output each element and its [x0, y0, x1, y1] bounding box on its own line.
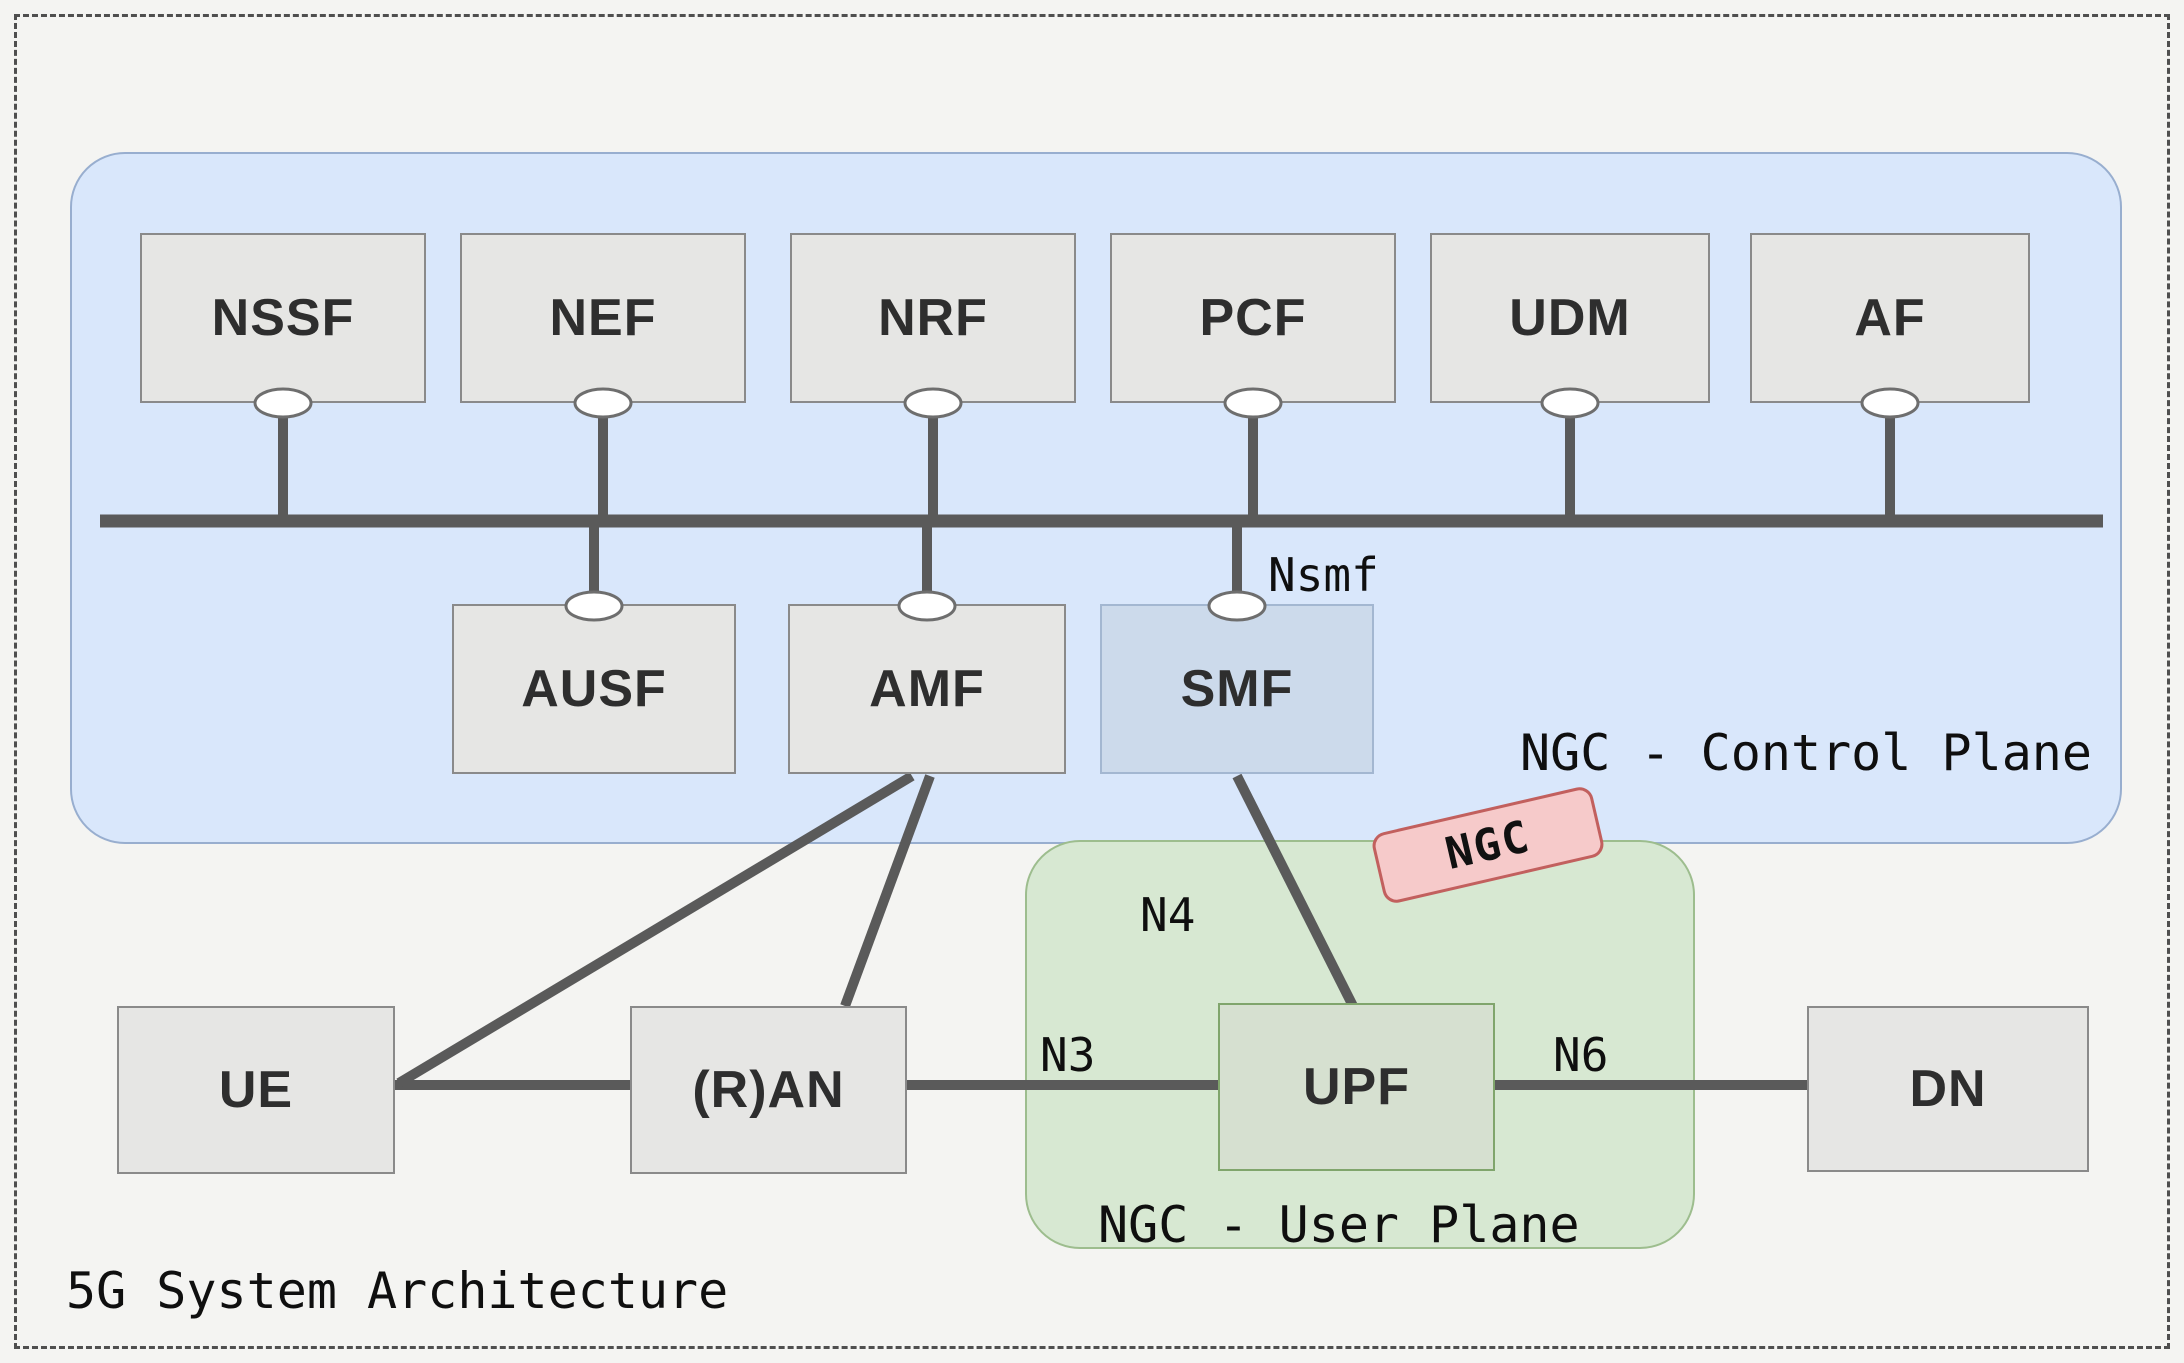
interface-label-nsmf: Nsmf [1268, 548, 1379, 602]
edge-smf-upf-n4 [1232, 773, 1358, 1009]
node-dn-label: DN [1909, 1060, 1987, 1118]
connector-ellipse-af [1860, 387, 1920, 419]
node-ausf: AUSF [452, 604, 736, 774]
node-amf-label: AMF [869, 660, 985, 718]
node-upf-label: UPF [1303, 1058, 1410, 1116]
node-ran: (R)AN [630, 1006, 907, 1174]
node-nrf: NRF [790, 233, 1076, 403]
node-udm-label: UDM [1509, 289, 1631, 347]
connector-ellipse-smf [1207, 590, 1267, 622]
node-ausf-label: AUSF [521, 660, 667, 718]
node-ue-label: UE [218, 1061, 294, 1119]
node-udm: UDM [1430, 233, 1710, 403]
interface-label-n3: N3 [1040, 1028, 1096, 1082]
node-smf: SMF [1100, 604, 1374, 774]
edge-amf-ran [840, 774, 935, 1008]
node-nef: NEF [460, 233, 746, 403]
node-af-label: AF [1854, 289, 1926, 347]
node-nssf: NSSF [140, 233, 426, 403]
node-ue: UE [117, 1006, 395, 1174]
connector-ellipse-nef [573, 387, 633, 419]
node-upf: UPF [1218, 1003, 1495, 1171]
node-nrf-label: NRF [878, 289, 988, 347]
connector-ellipse-nrf [903, 387, 963, 419]
interface-label-n4: N4 [1140, 888, 1196, 942]
connector-ellipse-pcf [1223, 387, 1283, 419]
node-smf-label: SMF [1180, 660, 1294, 718]
user-plane-label: NGC - User Plane [1098, 1196, 1580, 1254]
edge-amf-ue [396, 771, 915, 1088]
node-pcf-label: PCF [1199, 289, 1307, 347]
diagram-title: 5G System Architecture [66, 1262, 729, 1320]
node-nssf-label: NSSF [211, 289, 355, 347]
node-af: AF [1750, 233, 2030, 403]
connector-ellipse-nssf [253, 387, 313, 419]
node-nef-label: NEF [549, 289, 657, 347]
interface-label-n6: N6 [1553, 1028, 1609, 1082]
control-plane-label: NGC - Control Plane [1520, 724, 2092, 782]
connector-ellipse-ausf [564, 590, 624, 622]
connector-ellipse-amf [897, 590, 957, 622]
connector-ellipse-udm [1540, 387, 1600, 419]
node-pcf: PCF [1110, 233, 1396, 403]
node-amf: AMF [788, 604, 1066, 774]
node-ran-label: (R)AN [692, 1061, 845, 1119]
ngc-badge-label: NGC [1440, 810, 1536, 880]
node-dn: DN [1807, 1006, 2089, 1172]
